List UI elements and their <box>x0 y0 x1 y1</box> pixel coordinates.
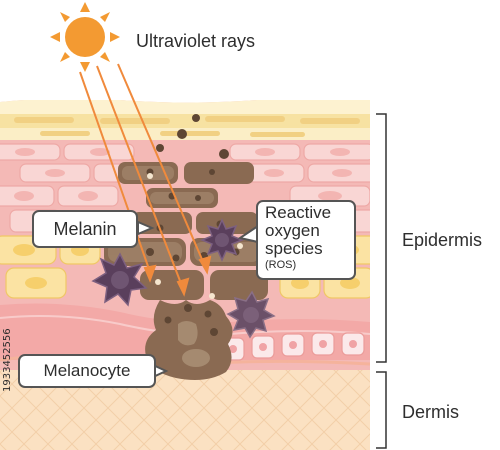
melanin-label: Melanin <box>53 219 117 239</box>
side-stock-number: 1933452556 <box>2 328 13 392</box>
dermis-bracket <box>376 371 387 449</box>
uv-label: Ultraviolet rays <box>136 31 256 51</box>
pink-cell-nuclei <box>14 148 352 201</box>
ros-star-3 <box>226 290 276 339</box>
basal-nuclei <box>229 340 357 353</box>
melanocyte-label: Melanocyte <box>43 361 131 380</box>
melanin-pointer <box>137 220 155 236</box>
ros-label-line3: species <box>265 239 323 258</box>
ros-star-2 <box>199 218 245 262</box>
ros-label-line1: Reactive <box>265 203 332 222</box>
uv-rays <box>79 63 212 297</box>
melanin-highlights <box>147 173 243 299</box>
stratum-corneum-top <box>0 100 370 114</box>
corneum-flakes <box>14 116 360 137</box>
epidermis-bracket <box>376 113 387 363</box>
epidermis-label: Epidermis <box>402 230 483 250</box>
ros-label-line2: oxygen <box>265 221 320 240</box>
melanocyte-callout: Melanocyte <box>18 354 156 388</box>
sun-icon <box>50 2 120 72</box>
dermis-label: Dermis <box>402 402 459 422</box>
ros-callout: Reactive oxygen species (ROS) <box>256 200 356 280</box>
ros-abbr: (ROS) <box>265 259 297 271</box>
melanin-callout: Melanin <box>32 210 138 248</box>
ros-star-1 <box>91 252 148 307</box>
